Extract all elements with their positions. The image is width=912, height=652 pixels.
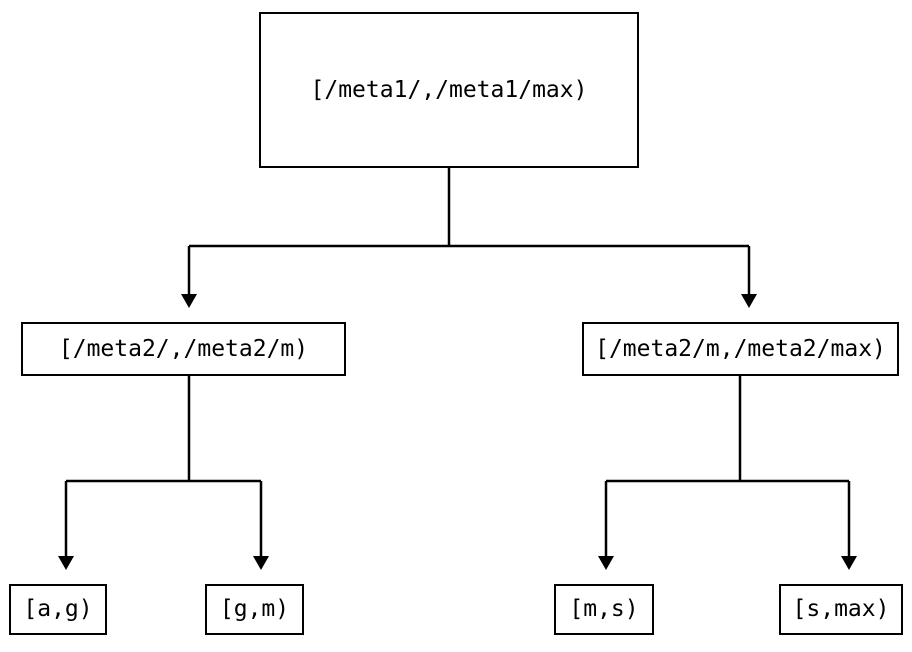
tree-node-leaf-0[interactable]: [a,g) (9, 584, 107, 635)
tree-node-root[interactable]: [/meta1/,/meta1/max) (259, 12, 639, 168)
tree-node-leaf-3[interactable]: [s,max) (779, 584, 903, 635)
tree-node-leaf-0-label: [a,g) (23, 596, 93, 622)
tree-node-leaf-3-label: [s,max) (792, 596, 890, 622)
tree-node-leaf-1-label: [g,m) (219, 596, 290, 622)
arrowhead-mid-right (741, 294, 757, 308)
tree-node-mid-left-label: [/meta2/,/meta2/m) (58, 335, 309, 362)
tree-node-mid-right[interactable]: [/meta2/m,/meta2/max) (582, 322, 899, 376)
arrowhead-leaf-0 (58, 556, 74, 570)
tree-node-leaf-2-label: [m,s) (569, 596, 639, 622)
tree-node-leaf-2[interactable]: [m,s) (554, 584, 654, 635)
tree-node-leaf-1[interactable]: [g,m) (205, 584, 304, 635)
tree-node-root-label: [/meta1/,/meta1/max) (310, 76, 588, 103)
arrowhead-leaf-3 (841, 556, 857, 570)
tree-node-mid-right-label: [/meta2/m,/meta2/max) (595, 335, 886, 362)
arrowhead-mid-left (181, 294, 197, 308)
tree-node-mid-left[interactable]: [/meta2/,/meta2/m) (21, 322, 346, 376)
arrowhead-leaf-1 (253, 556, 269, 570)
arrowhead-leaf-2 (598, 556, 614, 570)
